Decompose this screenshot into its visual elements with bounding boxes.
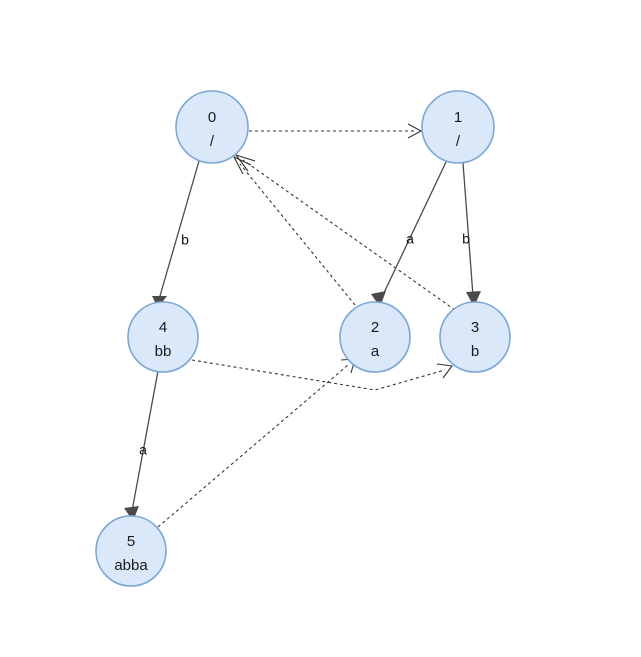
edge-1-to-2	[371, 161, 447, 307]
node-4-word: bb	[155, 343, 172, 360]
edge-label-1-2: a	[406, 231, 414, 247]
edge-4-to-3	[191, 359, 454, 391]
node-5[interactable]: 5 abba	[95, 515, 167, 587]
edge-4-to-5	[124, 370, 159, 521]
node-3-id: 3	[471, 319, 479, 336]
node-0[interactable]: 0 /	[175, 90, 249, 164]
edge-1-to-3	[462, 162, 481, 307]
node-3[interactable]: 3 b	[439, 301, 511, 373]
edge-0-to-4	[152, 160, 200, 308]
node-4-id: 4	[159, 319, 167, 336]
edge-2-to-0	[232, 155, 356, 306]
node-1[interactable]: 1 /	[421, 90, 495, 164]
edge-5-to-2	[157, 358, 356, 528]
node-5-circle[interactable]	[95, 515, 167, 587]
edge-label-0-4: b	[181, 232, 189, 248]
node-0-circle[interactable]	[175, 90, 249, 164]
edge-label-1-3: b	[462, 231, 470, 247]
node-1-id: 1	[454, 109, 462, 126]
node-0-id: 0	[208, 109, 216, 126]
node-5-id: 5	[127, 533, 135, 550]
edge-0-to-1	[249, 123, 423, 139]
node-2-id: 2	[371, 319, 379, 336]
edge-3-to-0	[234, 153, 456, 311]
node-2-word: a	[371, 343, 380, 360]
node-3-word: b	[471, 343, 479, 360]
node-3-circle[interactable]	[439, 301, 511, 373]
node-5-word: abba	[114, 557, 148, 574]
node-4[interactable]: 4 bb	[127, 301, 199, 373]
node-1-word: /	[456, 133, 461, 150]
node-4-circle[interactable]	[127, 301, 199, 373]
node-1-circle[interactable]	[421, 90, 495, 164]
node-2[interactable]: 2 a	[339, 301, 411, 373]
edge-label-4-5: a	[139, 442, 147, 458]
node-0-word: /	[210, 133, 215, 150]
edge-labels: b a b a	[139, 231, 470, 458]
node-2-circle[interactable]	[339, 301, 411, 373]
